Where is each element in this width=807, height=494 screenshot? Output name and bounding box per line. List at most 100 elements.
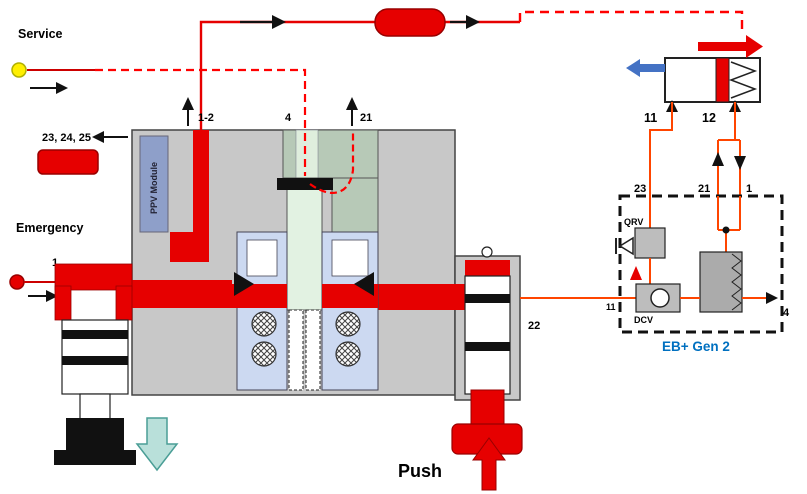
eb-solenoid-valve [699,251,743,313]
ppv-channel [170,232,209,262]
service-line: Service [11,27,355,194]
red-up-arrow-icon [630,266,642,280]
piston-seal [277,178,333,190]
up-arrow-icon [346,97,358,110]
ppv-module-box [139,135,169,233]
exhaust-ports-label: 23, 24, 25 [42,132,91,144]
reservoir-pill [374,8,446,37]
apply-arrow-right-icon [746,35,763,58]
piston-stem-right [305,309,321,391]
flow-arrow-right-icon [272,15,286,29]
emergency-valve-red [115,285,133,321]
exhaust-triangle-icon [618,236,634,256]
graduating-piston [286,177,323,311]
piston-head [66,418,124,452]
chamber-body [664,57,761,103]
spring-icon [728,61,758,99]
piston-stem [79,393,111,421]
push-valve-assembly: Push [398,246,523,491]
eb-port-23-label: 23 [634,183,646,195]
spring-icon [731,253,742,311]
brake-chamber: 11 12 [626,35,763,125]
service-port-channel [295,129,319,179]
push-seal-band [465,294,510,303]
flow-arrow-right-icon [466,15,480,29]
qrv-label: QRV [624,217,643,227]
flow-arrow-right-icon [56,82,68,94]
push-label: Push [398,461,442,481]
eb-port-1-label: 1 [746,183,752,195]
red-air-channels [132,130,465,310]
service-dashed-line [95,68,307,176]
release-arrow-left-icon [640,64,665,72]
port-4-label: 4 [285,112,292,124]
emergency-port-icon [9,274,25,290]
junction-dot-icon [722,226,730,234]
line-port-11 [649,102,673,228]
down-arrow-icon [135,417,179,472]
eb-module-boundary [618,194,784,334]
down-arrow-icon [734,156,746,170]
supply-line-top [199,8,744,130]
dcv-label: DCV [634,315,653,325]
guide-cavity-right [331,239,369,277]
valve-port-labels: 1-2 4 21 [182,97,372,126]
eb-port-4-label: 4 [783,307,790,319]
push-valve-cavity [464,275,511,395]
service-pilot-dashed-line [518,10,744,34]
spring-seat-icon [481,246,493,258]
emergency-label: Emergency [16,221,83,235]
push-up-arrow-icon [472,437,506,491]
push-seal-band [465,342,510,351]
delivery-22: 22 [520,297,636,332]
ppv-module-label: PPV Module [149,162,159,214]
exhaust-silencer-pill [37,149,99,175]
line-port-12 [717,102,741,196]
bearing-icon [335,341,361,367]
emergency-valve-red [54,285,72,321]
flow-arrow-icon [354,272,374,296]
port-1-2-label: 1-2 [198,112,214,124]
release-arrow-left-icon [626,59,640,77]
chamber-port-11-label: 11 [644,111,657,125]
piston-base [54,450,136,465]
service-label: Service [18,27,63,41]
eb-gen2-module: 23 21 1 QRV DCV 11 4 EB+ Gen 2 [606,183,790,354]
delivery-gallery [378,284,465,310]
push-valve-red-top [465,260,510,276]
emergency-gallery [132,280,232,308]
flow-arrow-left-icon [92,131,104,143]
piston-seal-band [62,356,128,365]
flow-arrow-icon [234,272,254,296]
up-arrow-icon [182,97,194,110]
bearing-icon [251,311,277,337]
guide-cavity-left [246,239,278,277]
emergency-port-label: 1 [52,257,58,269]
valve-guides [229,231,379,391]
flow-arrow-right-icon [766,292,778,304]
emergency-assembly: Emergency 1 [9,221,179,472]
exhaust-group: 23, 24, 25 [37,131,128,175]
flow-arrow-right-icon [46,290,58,302]
check-valve-icon [650,288,670,308]
push-plunger [470,389,505,429]
up-arrow-icon [712,152,724,166]
port-21-label: 21 [360,112,372,124]
eb-internal-lines [717,196,741,252]
port-22-label: 22 [528,320,540,332]
bearing-icon [251,341,277,367]
chamber-port-12-label: 12 [702,111,716,125]
chamber-piping [649,102,746,228]
piston-seal-band [62,330,128,339]
eb-port-21-label: 21 [698,183,710,195]
apply-arrow-right-icon [698,42,746,51]
bearing-icon [335,311,361,337]
exhaust-block-right [331,177,379,233]
service-port-icon [11,62,27,78]
ppv-module: PPV Module [139,135,169,233]
qrv-valve [634,227,666,259]
piston-stem-left [288,309,304,391]
chamber-piston [715,57,730,103]
